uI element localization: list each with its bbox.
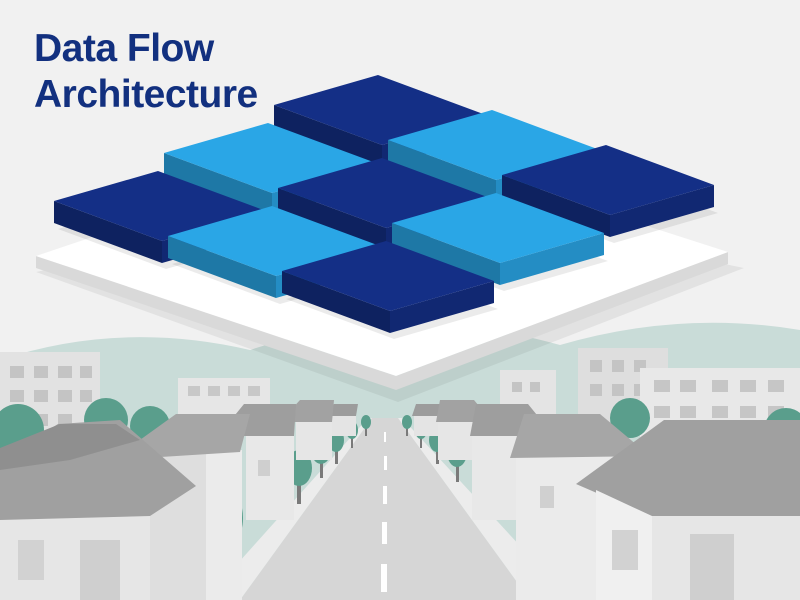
houses-right — [412, 400, 800, 600]
block-side-left — [274, 105, 382, 167]
block-top — [392, 193, 604, 263]
tree-icon — [402, 415, 412, 436]
block-side-front — [610, 185, 714, 237]
block-side-left — [164, 153, 272, 215]
block-side-left — [54, 201, 162, 263]
block-top — [282, 241, 494, 311]
tree-icon — [361, 415, 371, 436]
block-side-front — [500, 233, 604, 285]
block-side-left — [168, 236, 276, 298]
data-blocks — [54, 75, 718, 339]
block-side-front — [390, 281, 494, 333]
tree-icon — [610, 398, 650, 438]
data-flow-platform — [36, 75, 744, 402]
data-block-light — [392, 193, 608, 291]
far-buildings — [0, 348, 800, 450]
block-side-left — [282, 271, 390, 333]
road-icon — [240, 418, 530, 600]
page-title: Data Flow Architecture — [34, 26, 258, 118]
block-side-left — [388, 140, 496, 202]
title-line-2: Architecture — [34, 73, 258, 116]
block-side-left — [278, 188, 386, 250]
road-markings — [381, 432, 387, 592]
house-icon — [576, 420, 800, 600]
data-block-dark — [282, 241, 498, 339]
house-icon — [0, 420, 196, 600]
data-block-dark — [502, 145, 718, 243]
block-side-left — [392, 223, 500, 285]
houses-left — [0, 400, 358, 600]
block-top — [502, 145, 714, 215]
title-line-1: Data Flow — [34, 27, 214, 70]
block-side-left — [502, 175, 610, 237]
